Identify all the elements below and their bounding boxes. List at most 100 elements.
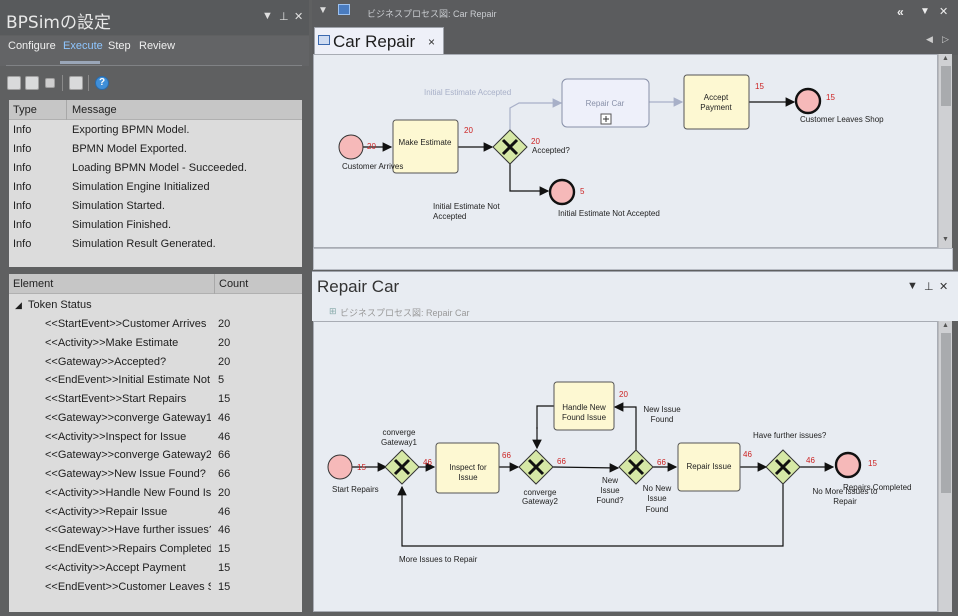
- result-count: 46: [218, 505, 231, 518]
- result-element: <<Gateway>>Have further issues?: [45, 524, 211, 537]
- label-make-estimate: Make Estimate: [399, 138, 452, 147]
- count-converge1: 46: [423, 458, 432, 467]
- menu-icon[interactable]: ▼: [920, 6, 930, 17]
- scroll-up-icon[interactable]: ▲: [942, 55, 949, 62]
- diagram-icon: ⊞: [329, 306, 337, 316]
- gateway-converge1[interactable]: [384, 449, 420, 485]
- help-icon[interactable]: ?: [95, 76, 109, 90]
- collapse-icon[interactable]: ◢: [15, 300, 22, 310]
- scroll-up-icon[interactable]: ▲: [942, 322, 949, 329]
- tab-step[interactable]: Step: [108, 40, 131, 52]
- result-row[interactable]: <<EndEvent>>Customer Leaves Sh...15: [9, 578, 302, 597]
- scroll-left-icon[interactable]: «: [897, 5, 904, 19]
- label-no-new-3: Found: [646, 505, 669, 514]
- result-element: <<Activity>>Repair Issue: [45, 505, 168, 518]
- tab-configure[interactable]: Configure: [8, 40, 56, 52]
- activity-inspect-for-issue[interactable]: [435, 442, 500, 494]
- label-no-more-2: Repair: [833, 497, 857, 506]
- activity-make-estimate[interactable]: [392, 119, 459, 174]
- count-converge2: 66: [502, 451, 511, 460]
- column-count[interactable]: Count: [219, 278, 249, 290]
- messages-header: Type Message: [9, 100, 302, 120]
- result-row[interactable]: <<Activity>>Repair Issue 46: [9, 503, 302, 522]
- label-handle-1: Handle New: [562, 403, 606, 412]
- result-row[interactable]: <<Activity>>Handle New Found Is...20: [9, 484, 302, 503]
- pane-close-icon[interactable]: ✕: [939, 281, 949, 293]
- save-icon[interactable]: [7, 76, 21, 90]
- top-vertical-scrollbar[interactable]: ▲ ▼: [938, 54, 952, 248]
- scroll-thumb[interactable]: [941, 333, 951, 493]
- result-row[interactable]: <<Gateway>>Have further issues?46: [9, 521, 302, 540]
- end-event-not-accepted[interactable]: [548, 178, 576, 206]
- scroll-down-icon[interactable]: ▼: [942, 236, 949, 243]
- label-repair-issue: Repair Issue: [687, 462, 732, 471]
- car-repair-canvas[interactable]: Customer Arrives Make Estimate Accepted?…: [313, 54, 938, 248]
- end-event-customer-leaves[interactable]: [794, 87, 822, 115]
- gateway-new-issue-found[interactable]: [618, 449, 654, 485]
- pane-pin-icon[interactable]: ⊥: [924, 281, 934, 293]
- scroll-thumb[interactable]: [941, 66, 951, 106]
- breadcrumb: ビジネスプロセス図: Car Repair: [367, 9, 497, 19]
- repair-car-canvas[interactable]: Start Repairs converge Gateway1 Inspect …: [313, 321, 938, 612]
- start-event-start-repairs[interactable]: [327, 454, 353, 480]
- gateway-converge2[interactable]: [518, 449, 554, 485]
- tab-car-repair[interactable]: Car Repair ×: [314, 27, 444, 55]
- gateway-have-further-issues[interactable]: [765, 449, 801, 485]
- subprocess-repair-car[interactable]: [561, 78, 650, 128]
- tab-execute[interactable]: Execute: [63, 40, 103, 52]
- activity-repair-issue[interactable]: [677, 442, 741, 492]
- load-icon[interactable]: [25, 76, 39, 90]
- column-separator[interactable]: [66, 100, 67, 120]
- message-text: Simulation Finished.: [72, 219, 172, 231]
- activity-handle-new-found-issue[interactable]: [553, 381, 615, 431]
- print-icon[interactable]: [69, 76, 83, 90]
- pane-menu-icon[interactable]: ▼: [907, 280, 918, 292]
- close-window-icon[interactable]: ✕: [939, 6, 949, 18]
- close-icon[interactable]: ✕: [294, 11, 304, 23]
- start-event-customer-arrives[interactable]: [338, 134, 364, 160]
- result-count: 20: [218, 486, 231, 499]
- result-row[interactable]: <<Gateway>>New Issue Found?66: [9, 465, 302, 484]
- flow-more-issues: [397, 484, 784, 547]
- activity-accept-payment[interactable]: [683, 74, 750, 130]
- dropdown-icon[interactable]: ▼: [318, 5, 328, 16]
- bottom-vertical-scrollbar[interactable]: ▲: [938, 321, 952, 612]
- tab-close-icon[interactable]: ×: [428, 35, 436, 49]
- gateway-accepted[interactable]: [492, 129, 528, 165]
- end-event-repairs-completed[interactable]: [834, 451, 862, 479]
- tab-scroll-right-icon[interactable]: ▷: [942, 34, 949, 44]
- pin-icon[interactable]: ⊥: [279, 11, 289, 23]
- label-accept-payment-1: Accept: [704, 93, 729, 102]
- column-separator[interactable]: [214, 274, 215, 294]
- tab-review[interactable]: Review: [139, 40, 176, 52]
- tree-root[interactable]: ◢ Token Status: [9, 296, 302, 315]
- label-flow-accepted: Initial Estimate Accepted: [424, 88, 511, 97]
- count-have-further: 46: [806, 456, 815, 465]
- column-element[interactable]: Element: [13, 278, 54, 290]
- column-message[interactable]: Message: [72, 104, 117, 116]
- panel-menu-icon[interactable]: ▼: [262, 10, 273, 22]
- stop-icon[interactable]: [45, 78, 55, 88]
- result-row[interactable]: <<EndEvent>>Initial Estimate Not ...5: [9, 371, 302, 390]
- column-type[interactable]: Type: [13, 104, 37, 116]
- label-no-new-1: No New: [643, 484, 672, 493]
- message-text: Simulation Started.: [72, 200, 165, 212]
- result-row[interactable]: <<Gateway>>Accepted?20: [9, 353, 302, 372]
- tab-scroll-left-icon[interactable]: ◀: [926, 34, 933, 44]
